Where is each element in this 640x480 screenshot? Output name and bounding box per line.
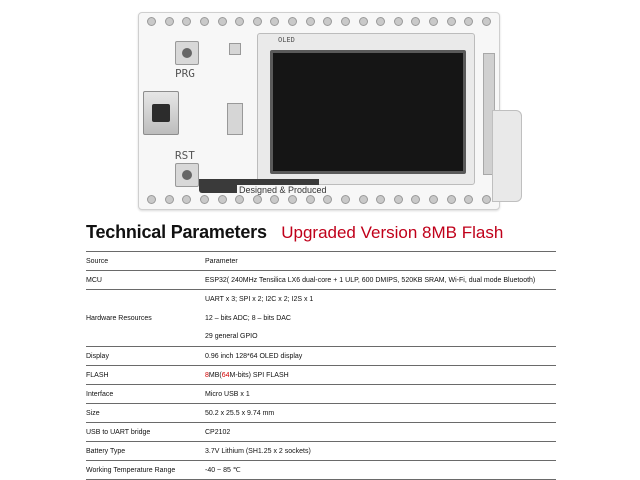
header-pin <box>235 17 245 26</box>
header-pin <box>235 195 245 204</box>
prg-button <box>175 41 199 65</box>
row-label-size: Size <box>86 403 205 423</box>
antenna-module <box>483 53 522 202</box>
row-label-hardware: Hardware Resources <box>86 289 205 347</box>
row-value-battery: 3.7V Lithium (SH1.25 x 2 sockets) <box>205 441 556 461</box>
table-row: Working Temperature Range -40 ~ 85 ℃ <box>86 460 556 480</box>
header-pins-top <box>147 17 491 27</box>
header-pin <box>358 195 368 204</box>
flash-size-mb: 8 <box>205 371 209 379</box>
header-pin <box>446 195 456 204</box>
table-row: Interface Micro USB x 1 <box>86 384 556 404</box>
header-pin <box>147 17 156 26</box>
header-pin <box>340 17 350 26</box>
row-value-hardware-2: 12 – bits ADC; 8 – bits DAC <box>205 314 291 322</box>
antenna-cap <box>492 110 522 202</box>
header-pin <box>217 195 227 204</box>
header-pin <box>340 195 350 204</box>
header-pin <box>358 17 368 26</box>
table-header-label: Source <box>86 251 205 271</box>
header-pin <box>481 17 491 26</box>
header-pin <box>199 195 209 204</box>
row-label-flash: FLASH <box>86 365 205 385</box>
header-pin <box>252 195 262 204</box>
header-pins-bottom <box>147 195 491 205</box>
header-pin <box>411 17 421 26</box>
row-value-hardware-3: 29 general GPIO <box>205 333 258 341</box>
flash-unit-close: M-bits) SPI FLASH <box>229 371 289 379</box>
header-pin <box>323 17 333 26</box>
header-pin <box>288 17 297 26</box>
table-subrow: 12 – bits ADC; 8 – bits DAC <box>86 309 556 328</box>
row-value-mcu: ESP32( 240MHz Tensilica LX6 dual-core + … <box>205 270 556 290</box>
header-pin <box>376 17 386 26</box>
table-header-value: Parameter <box>205 251 556 271</box>
header-pin <box>323 195 333 204</box>
table-subrow: 29 general GPIO <box>86 328 556 347</box>
heading-subtitle: Upgraded Version 8MB Flash <box>281 223 504 242</box>
row-value-hardware-1: UART x 3; SPI x 2; I2C x 2; I2S x 1 <box>205 289 556 309</box>
rst-button <box>175 163 199 187</box>
header-pin <box>429 17 438 26</box>
table-row: MCU ESP32( 240MHz Tensilica LX6 dual-cor… <box>86 270 556 290</box>
header-pin <box>164 195 174 204</box>
esp32-board: PRG RST OLED Designed & Produced <box>138 12 522 210</box>
table-row: Battery Type 3.7V Lithium (SH1.25 x 2 so… <box>86 441 556 461</box>
header-pin <box>429 195 438 204</box>
table-row: Hardware Resources UART x 3; SPI x 2; I2… <box>86 289 556 347</box>
smd-component <box>227 103 243 135</box>
heading-title: Technical Parameters <box>86 222 267 242</box>
table-row: FLASH 8MB(64M-bits) SPI FLASH <box>86 365 556 385</box>
row-value-size: 50.2 x 25.5 x 9.74 mm <box>205 403 556 423</box>
header-pin <box>446 17 456 26</box>
flash-unit-open: MB( <box>208 371 222 379</box>
header-pin <box>164 17 174 26</box>
row-label-usb-uart: USB to UART bridge <box>86 422 205 442</box>
table-row: USB to UART bridge CP2102 <box>86 422 556 442</box>
row-label-battery: Battery Type <box>86 441 205 461</box>
header-pin <box>199 17 209 26</box>
row-value-flash: 8MB(64M-bits) SPI FLASH <box>205 365 556 385</box>
header-pin <box>481 195 491 204</box>
header-pin <box>464 195 474 204</box>
row-label-interface: Interface <box>86 384 205 404</box>
oled-display: OLED <box>257 33 475 185</box>
header-pin <box>464 17 474 26</box>
row-label-display: Display <box>86 346 205 366</box>
header-pin <box>182 17 192 26</box>
header-pin <box>376 195 386 204</box>
row-label-mcu: MCU <box>86 270 205 290</box>
oled-silk-label: OLED <box>278 36 295 44</box>
header-pin <box>182 195 192 204</box>
header-pin <box>252 17 262 26</box>
micro-usb-port <box>143 91 179 135</box>
row-value-temperature: -40 ~ 85 ℃ <box>205 460 556 480</box>
flash-size-mbit: 64 <box>221 371 230 379</box>
header-pin <box>305 195 315 204</box>
header-pin <box>411 195 421 204</box>
spec-table: Source Parameter MCU ESP32( 240MHz Tensi… <box>86 251 556 480</box>
row-value-usb-uart: CP2102 <box>205 422 556 442</box>
row-label-temperature: Working Temperature Range <box>86 460 205 480</box>
table-row: Size 50.2 x 25.5 x 9.74 mm <box>86 403 556 423</box>
table-header-row: Source Parameter <box>86 251 556 271</box>
rst-silk-label: RST <box>175 149 195 162</box>
designed-label: Designed & Produced <box>237 185 329 195</box>
section-heading: Technical Parameters Upgraded Version 8M… <box>86 222 606 250</box>
row-value-interface: Micro USB x 1 <box>205 384 556 404</box>
product-image: PRG RST OLED Designed & Produced <box>0 0 640 218</box>
header-pin <box>270 195 280 204</box>
prg-silk-label: PRG <box>175 67 195 80</box>
header-pin <box>217 17 227 26</box>
header-pin <box>147 195 156 204</box>
table-row: Display 0.96 inch 128*64 OLED display <box>86 346 556 366</box>
oled-screen <box>270 50 466 174</box>
header-pin <box>393 17 403 26</box>
led-component <box>229 43 241 55</box>
header-pin <box>288 195 297 204</box>
header-pin <box>270 17 280 26</box>
row-value-display: 0.96 inch 128*64 OLED display <box>205 346 556 366</box>
header-pin <box>393 195 403 204</box>
header-pin <box>305 17 315 26</box>
